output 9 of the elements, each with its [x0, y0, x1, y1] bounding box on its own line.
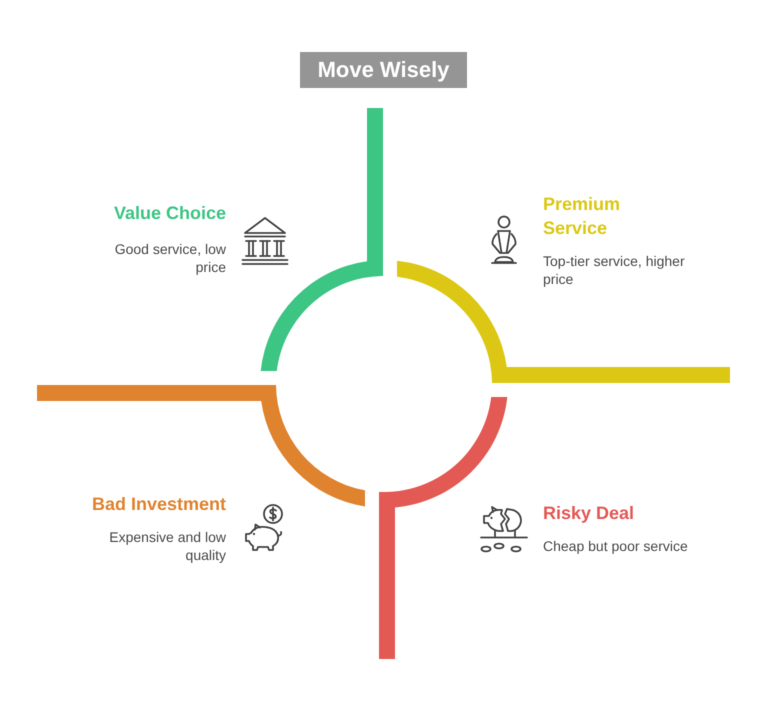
- quadrant-heading: Value Choice: [114, 202, 226, 225]
- quadrant-description: Cheap but poor service: [543, 537, 688, 555]
- quadrant-heading: Bad Investment: [92, 493, 226, 516]
- quadrant-heading: Premium Service: [543, 193, 622, 240]
- quadrant-description: Expensive and low quality: [108, 528, 226, 564]
- quadrant-description: Top-tier service, higher price: [543, 252, 686, 288]
- quadrant-description: Good service, low price: [114, 240, 226, 276]
- title-banner: Move Wisely: [300, 52, 467, 88]
- quadrant-heading: Risky Deal: [543, 502, 634, 525]
